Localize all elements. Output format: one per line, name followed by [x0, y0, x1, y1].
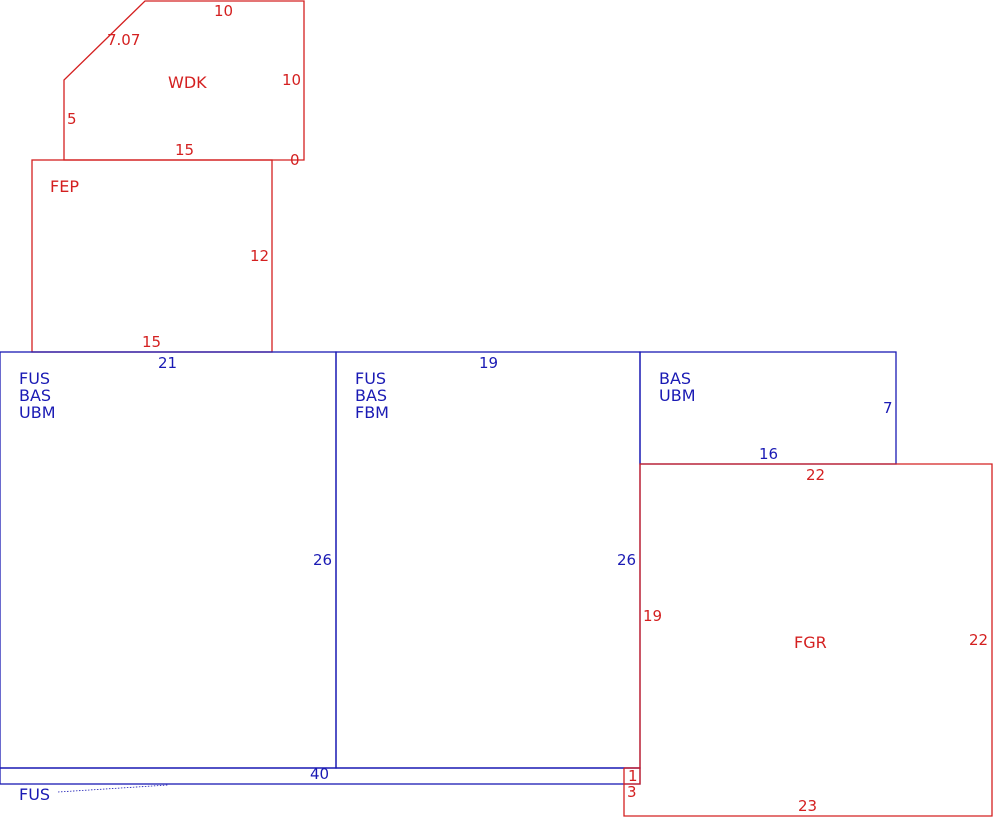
room-fgr-dim-bottom: 23	[798, 797, 817, 815]
room-middle-dim-top: 19	[479, 354, 498, 372]
room-right-small-dim-right: 7	[883, 399, 893, 417]
wdk-dim-top: 10	[214, 2, 233, 20]
room-fgr-dim-top: 22	[806, 466, 825, 484]
room-right-small-label-2: UBM	[659, 386, 696, 405]
room-fgr-dim-notch-b: 3	[627, 783, 637, 801]
room-fgr-dim-right: 22	[969, 631, 988, 649]
room-fgr-outline	[623, 463, 993, 817]
room-middle-label-1: FUS	[355, 369, 386, 388]
room-fep-label: FEP	[50, 177, 79, 196]
room-strip-label: FUS	[19, 785, 50, 804]
wdk-dim-right: 10	[282, 71, 301, 89]
room-right-small-dim-bottom: 16	[759, 445, 778, 463]
fep-dim-right: 12	[250, 247, 269, 265]
room-right-small-label-1: BAS	[659, 369, 691, 388]
room-fgr: FGR 22 19 22 23 1 3	[623, 463, 993, 817]
room-strip-dim-top: 40	[310, 765, 329, 783]
room-right-small: BAS UBM 7 16	[639, 351, 897, 465]
wdk-dim-diagonal: 7.07	[107, 31, 140, 49]
room-strip-leader-line	[57, 784, 169, 793]
room-fgr-dim-left: 19	[643, 607, 662, 625]
room-middle-label-2: BAS	[355, 386, 387, 405]
room-left-label-3: UBM	[19, 403, 56, 422]
room-wdk: WDK 10 7.07 10 5 15 0	[63, 0, 305, 169]
room-fgr-label: FGR	[794, 633, 827, 652]
wdk-dim-corner: 0	[290, 151, 300, 169]
room-fep: FEP 12 15	[31, 159, 273, 353]
room-left: FUS BAS UBM 21 26	[0, 351, 337, 769]
room-left-label-1: FUS	[19, 369, 50, 388]
room-middle-label-3: FBM	[355, 403, 389, 422]
room-middle: FUS BAS FBM 19 26	[335, 351, 641, 769]
wdk-dim-bottom: 15	[175, 141, 194, 159]
room-left-dim-top: 21	[158, 354, 177, 372]
room-fgr-dim-notch-a: 1	[628, 767, 638, 785]
room-left-dim-right: 26	[313, 551, 332, 569]
room-wdk-label: WDK	[168, 73, 207, 92]
fep-dim-bottom: 15	[142, 333, 161, 351]
room-middle-dim-right: 26	[617, 551, 636, 569]
wdk-dim-left: 5	[67, 110, 77, 128]
room-left-label-2: BAS	[19, 386, 51, 405]
room-strip: 40 FUS	[0, 765, 641, 804]
